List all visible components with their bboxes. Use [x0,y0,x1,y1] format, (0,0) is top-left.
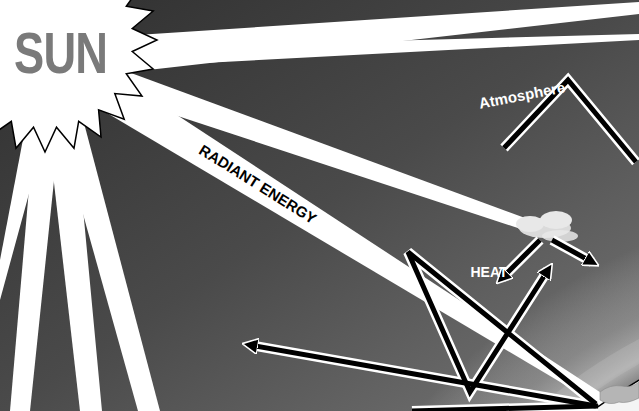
cloud [516,211,578,242]
sun-label: SUN [14,19,107,86]
heat-arrow [408,252,596,404]
scatter-arrow [552,240,592,262]
heat-label: HEAT [470,264,507,280]
heat-line [412,406,598,411]
heat-arrows [250,80,636,411]
atmosphere-label: Atmosphere [477,78,566,111]
heat-arrow [250,345,596,406]
sun-starburst: SUN [0,0,170,165]
radiant-energy-label: RADIANT ENERGY [196,141,320,227]
scatter-arrow [502,240,540,278]
starburst-shape [0,0,157,152]
